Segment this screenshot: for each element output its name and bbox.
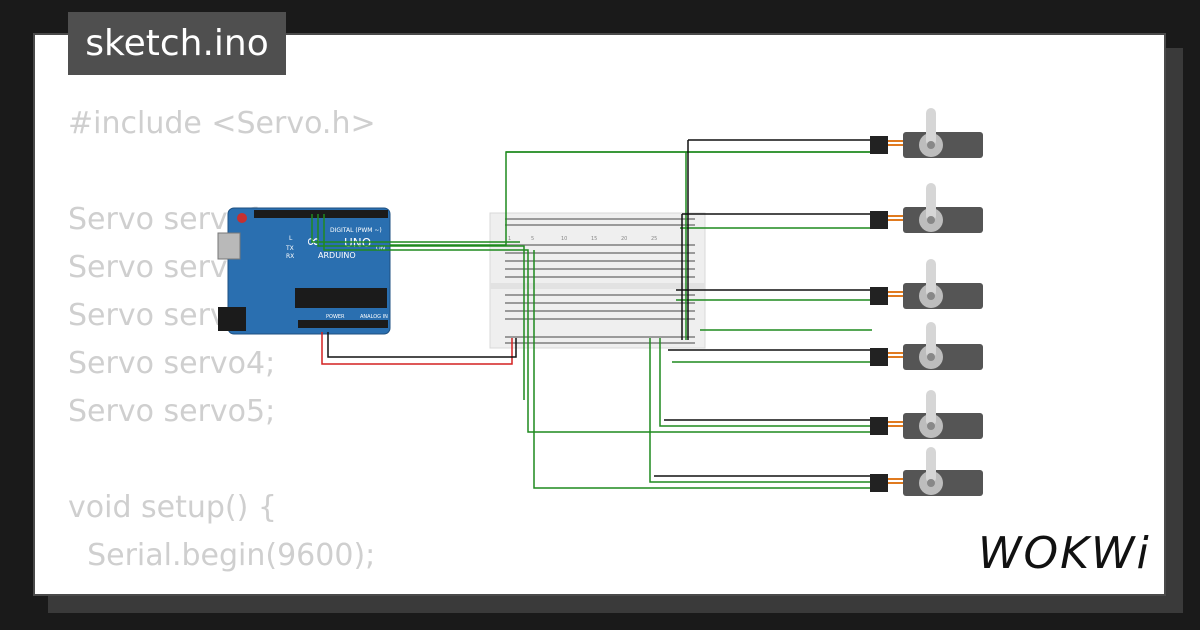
col-label: 20 <box>621 236 627 242</box>
breadboard[interactable]: 1 5 10 15 20 25 <box>489 212 706 349</box>
l-label: L <box>289 235 293 242</box>
tx-label: TX <box>285 245 294 252</box>
board-name: UNO <box>344 236 371 250</box>
atmega-chip <box>295 288 387 308</box>
col-label: 25 <box>651 236 657 242</box>
servo-4[interactable] <box>870 322 983 370</box>
digital-label: DIGITAL (PWM ~) <box>330 227 382 234</box>
power-label: POWER <box>326 314 345 320</box>
ground-wires <box>654 139 872 477</box>
on-label: ON <box>376 245 385 252</box>
servo-5[interactable] <box>870 390 983 439</box>
code-line: Servo servo4; <box>68 346 276 381</box>
code-line: #include <Servo.h> <box>68 106 376 141</box>
code-line: Serial.begin(9600); <box>68 538 376 573</box>
signal-wires <box>311 151 872 489</box>
analog-label: ANALOG IN <box>360 314 388 320</box>
rx-label: RX <box>286 253 294 260</box>
arduino-uno-board[interactable]: DIGITAL (PWM ~) ARDUINO UNO TX RX L ON P… <box>217 207 391 335</box>
power-analog-header <box>298 320 388 328</box>
code-line: Servo servo5; <box>68 394 276 429</box>
servo-3[interactable] <box>870 259 983 309</box>
power-jack <box>218 307 246 331</box>
brand-label: ARDUINO <box>318 251 356 260</box>
col-label: 10 <box>561 236 567 242</box>
ground-wire-black <box>327 332 517 358</box>
file-tab[interactable]: sketch.ino <box>68 12 286 75</box>
power-wire-red <box>321 332 513 365</box>
reset-button[interactable] <box>237 213 247 223</box>
col-label: 15 <box>591 236 597 242</box>
digital-header <box>254 210 388 218</box>
col-label: 1 <box>508 236 511 242</box>
col-label: 5 <box>531 236 534 242</box>
code-line: void setup() { <box>68 490 277 525</box>
servo-2[interactable] <box>870 183 983 233</box>
usb-connector <box>217 232 241 260</box>
breadboard-holes <box>505 218 695 344</box>
servo-6[interactable] <box>870 447 983 496</box>
breadboard-channel <box>490 283 705 289</box>
wokwi-logo: WOKWi <box>978 528 1151 579</box>
servo-1[interactable] <box>870 108 983 158</box>
